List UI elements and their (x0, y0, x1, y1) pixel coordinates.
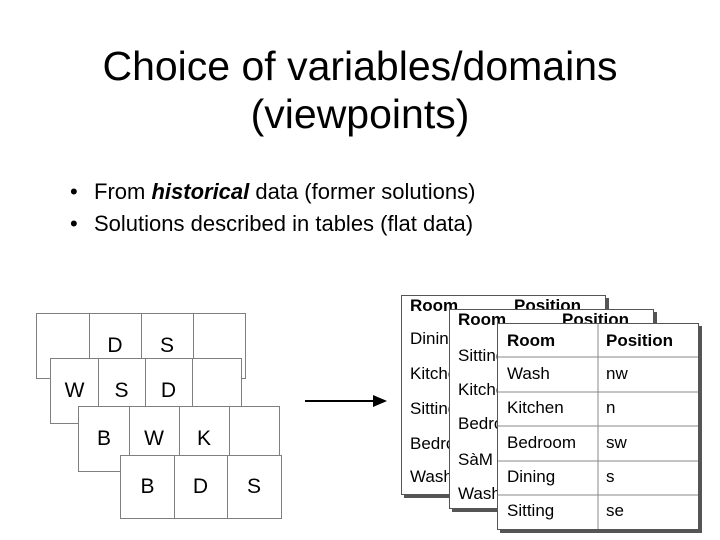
table-row: Sitting (410, 399, 458, 418)
table-row: Wash (458, 484, 501, 503)
plan-cell: D (174, 456, 228, 518)
cell-position: nw (606, 364, 628, 383)
slide-title: Choice of variables/domains (viewpoints) (0, 42, 720, 138)
floor-plan-4: B D S (120, 455, 282, 519)
bullet-item-tables: • Solutions described in tables (flat da… (70, 208, 475, 240)
plan-cell: B (79, 407, 130, 471)
cell-room: Kitchen (507, 398, 564, 417)
bullet-text-pre: From (94, 179, 152, 204)
plan-cell: S (141, 314, 194, 378)
cell-position: sw (606, 433, 627, 452)
title-line-2: (viewpoints) (250, 91, 470, 137)
bullet-emphasis-historical: historical (151, 179, 250, 204)
bullet-item-historical: • From historical data (former solutions… (70, 176, 475, 208)
plan-cell: S (98, 359, 146, 423)
table-grid-lines (498, 324, 698, 529)
arrow-right-icon (305, 395, 387, 407)
plan-cell: W (51, 359, 99, 423)
header-room: Room (458, 310, 507, 329)
cell-room: Wash (507, 364, 550, 383)
table-row: Wash (410, 467, 453, 486)
bullet-text-post: data (former solutions) (249, 179, 476, 204)
header-room: Room (507, 331, 556, 350)
bullet-list: • From historical data (former solutions… (70, 176, 475, 240)
table-row: Sitting (458, 346, 506, 365)
solution-table-front: Room Position Wash nw Kitchen n Bedroom … (497, 323, 699, 530)
header-position: Position (606, 331, 674, 350)
plan-cell: D (145, 359, 193, 423)
plan-cell: D (89, 314, 142, 378)
cell-room: Sitting (507, 501, 555, 520)
header-room: Room (410, 296, 459, 315)
bullet-marker: • (70, 211, 78, 236)
plan-cell: W (129, 407, 180, 471)
plan-cell: B (121, 456, 175, 518)
plan-cell: S (246, 475, 261, 498)
table-row: SàM (458, 450, 493, 469)
plan-cell: K (179, 407, 230, 471)
cell-position: n (606, 398, 616, 417)
title-line-1: Choice of variables/domains (102, 43, 618, 89)
plan-cell (37, 314, 90, 378)
bullet-text: Solutions described in tables (flat data… (94, 211, 474, 236)
table-row: Dining (410, 329, 459, 348)
bullet-marker: • (70, 179, 78, 204)
cell-room: Dining (507, 467, 556, 486)
cell-position: s (606, 467, 615, 486)
cell-room: Bedroom (507, 433, 576, 452)
cell-position: se (606, 501, 624, 520)
